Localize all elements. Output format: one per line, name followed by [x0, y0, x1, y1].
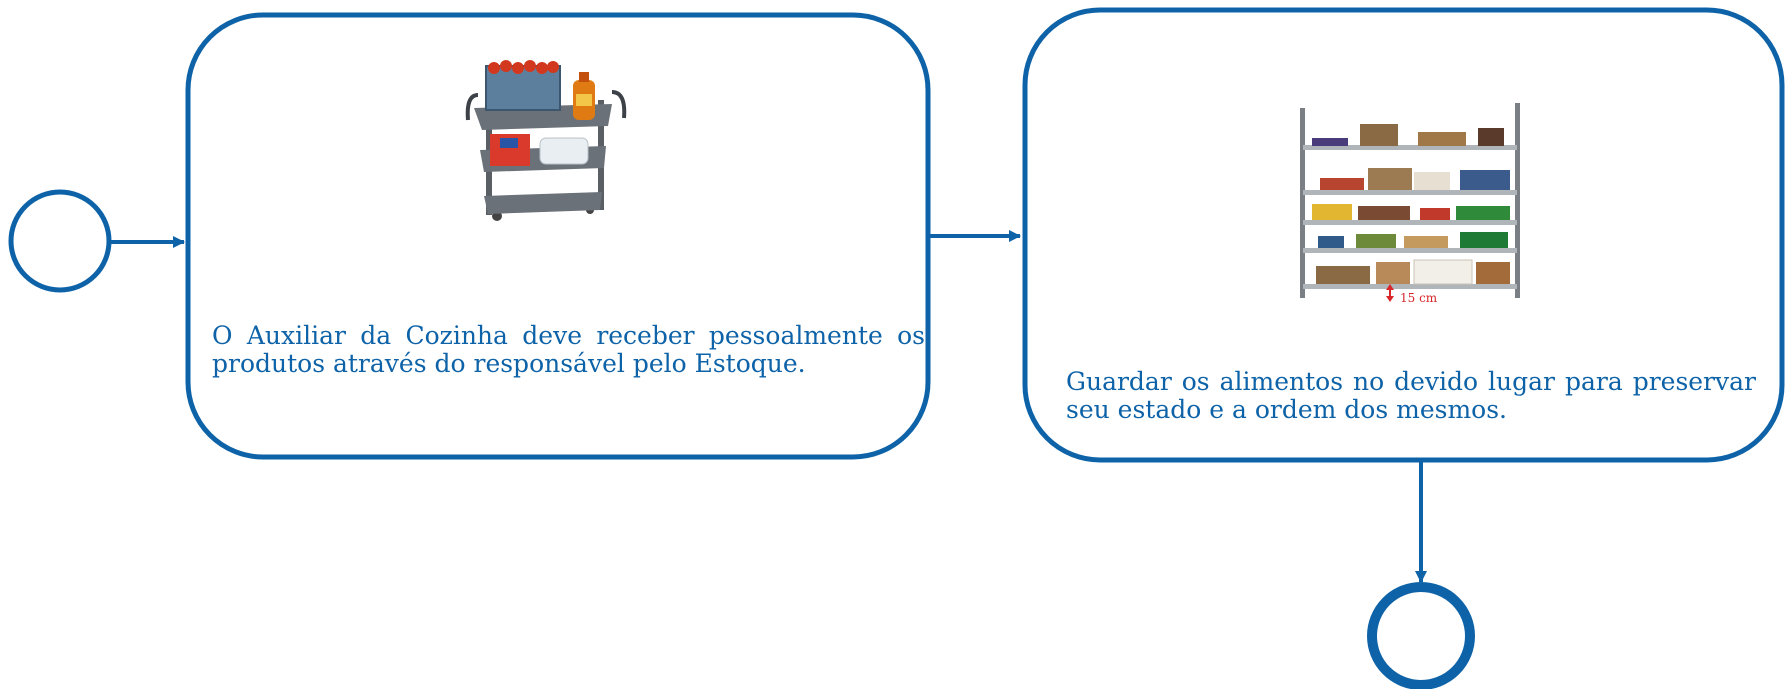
- serving-cart-icon: [465, 60, 627, 221]
- task-box-receive-products[interactable]: [185, 12, 931, 460]
- storage-shelf-icon: 15 cm: [1300, 103, 1520, 305]
- task-box-store-food[interactable]: [1022, 7, 1785, 463]
- shelf-clearance-label: 15 cm: [1400, 291, 1438, 305]
- task-text-receive-products: O Auxiliar da Cozinha deve receber pesso…: [212, 321, 925, 378]
- end-event-circle[interactable]: [1367, 582, 1475, 689]
- task-text-store-food: Guardar os alimentos no devido lugar par…: [1066, 367, 1756, 424]
- start-event-circle[interactable]: [8, 189, 112, 293]
